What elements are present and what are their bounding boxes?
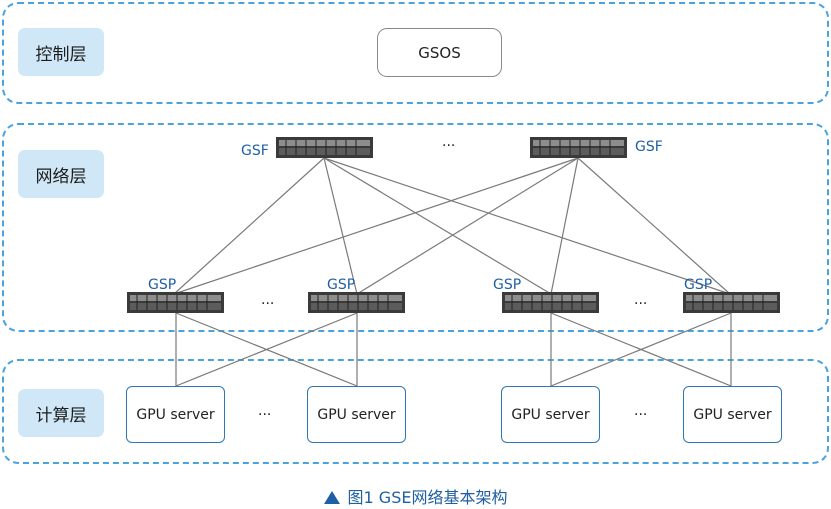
- network-layer-label: 网络层: [18, 150, 104, 198]
- gsp-label: GSP: [684, 277, 713, 293]
- gsp-label: GSP: [148, 277, 177, 293]
- gsp-label: GSP: [327, 277, 356, 293]
- gsp-switch-icon: [127, 292, 224, 313]
- gpu-server: GPU server: [307, 386, 406, 443]
- gsp-switch-icon: [502, 292, 599, 313]
- gsf-switch-icon: [530, 137, 627, 158]
- figure-caption: 图1 GSE网络基本架构: [0, 484, 831, 508]
- gsf-label: GSF: [635, 139, 663, 155]
- gsp-switch-icon: [308, 292, 405, 313]
- ellipsis: ...: [258, 403, 272, 419]
- control-layer-label: 控制层: [18, 28, 104, 76]
- caption-text: 图1 GSE网络基本架构: [347, 488, 508, 507]
- gpu-server: GPU server: [683, 386, 782, 443]
- gsf-label: GSF: [241, 143, 269, 159]
- network-layer: [2, 123, 829, 332]
- gsf-switch-icon: [276, 137, 373, 158]
- control-layer: [2, 2, 829, 104]
- gpu-server: GPU server: [501, 386, 600, 443]
- ellipsis: ...: [634, 292, 648, 308]
- compute-layer: [2, 359, 829, 464]
- gpu-server: GPU server: [126, 386, 225, 443]
- gsp-label: GSP: [493, 277, 522, 293]
- ellipsis: ...: [442, 134, 456, 150]
- gsos-box: GSOS: [377, 28, 502, 77]
- triangle-icon: [323, 491, 340, 504]
- ellipsis: ...: [634, 403, 648, 419]
- gsp-switch-icon: [683, 292, 780, 313]
- compute-layer-label: 计算层: [18, 389, 104, 437]
- ellipsis: ...: [261, 292, 275, 308]
